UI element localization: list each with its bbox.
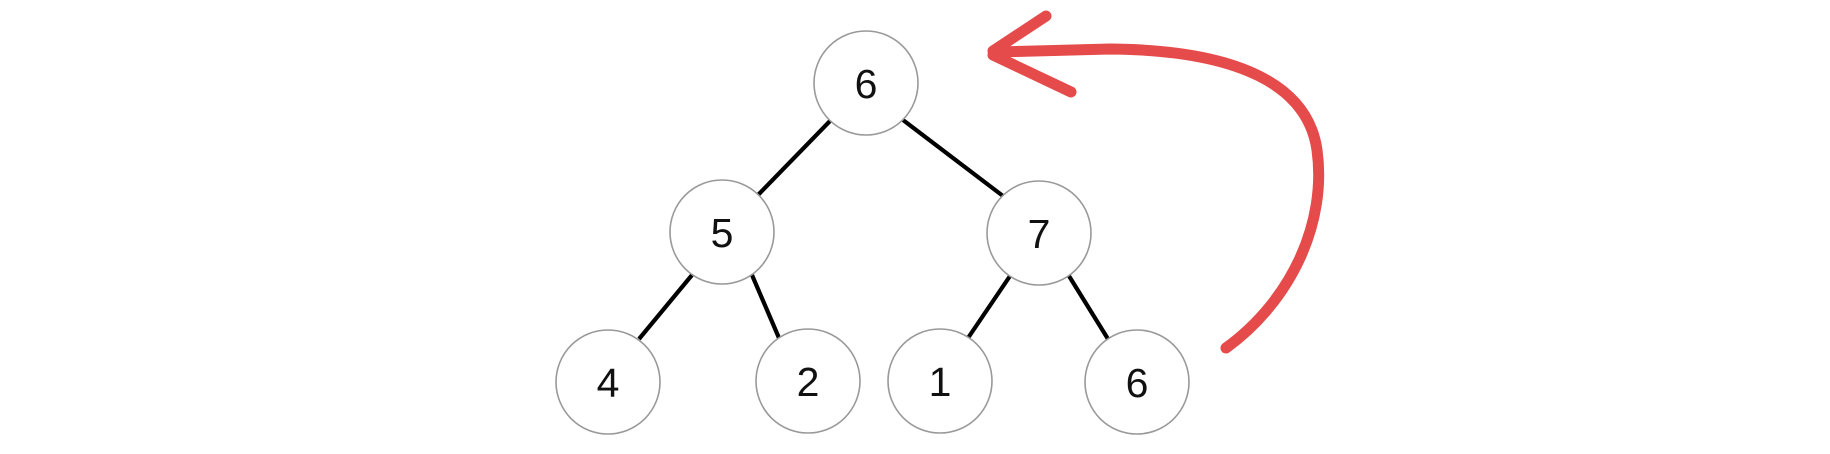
tree-node-left[interactable]: 5 bbox=[669, 179, 775, 285]
edge-7-to-1 bbox=[966, 274, 1012, 340]
edge-5-to-4 bbox=[637, 273, 694, 341]
red-curved-arrow-annotation bbox=[987, 10, 1325, 354]
node-label: 6 bbox=[855, 61, 878, 107]
node-circle[interactable] bbox=[1084, 329, 1190, 435]
node-label: 5 bbox=[711, 210, 734, 256]
arrowhead-upper-barb bbox=[987, 10, 1052, 57]
node-label: 1 bbox=[929, 359, 952, 405]
node-circle[interactable] bbox=[669, 179, 775, 285]
node-circle[interactable] bbox=[887, 328, 993, 434]
edge-6-to-7 bbox=[901, 118, 1005, 198]
node-label: 2 bbox=[797, 359, 820, 405]
tree-node-left-right[interactable]: 2 bbox=[755, 328, 861, 434]
tree-node-right-left[interactable]: 1 bbox=[887, 328, 993, 434]
edge-5-to-2 bbox=[750, 274, 781, 339]
node-circle[interactable] bbox=[755, 328, 861, 434]
tree-edges bbox=[637, 118, 1110, 341]
arrow-curve-path bbox=[990, 43, 1325, 354]
node-circle[interactable] bbox=[986, 180, 1092, 286]
node-circle[interactable] bbox=[555, 329, 661, 435]
node-label: 7 bbox=[1028, 211, 1051, 257]
tree-node-root[interactable]: 6 bbox=[813, 30, 919, 136]
tree-node-left-left[interactable]: 4 bbox=[555, 329, 661, 435]
edge-6-to-5 bbox=[756, 119, 832, 197]
node-label: 6 bbox=[1126, 360, 1149, 406]
node-circle[interactable] bbox=[813, 30, 919, 136]
arrowhead-lower-barb bbox=[987, 49, 1077, 98]
edge-7-to-6 bbox=[1067, 274, 1110, 341]
tree-node-right[interactable]: 7 bbox=[986, 180, 1092, 286]
node-label: 4 bbox=[597, 360, 620, 406]
tree-node-right-right[interactable]: 6 bbox=[1084, 329, 1190, 435]
